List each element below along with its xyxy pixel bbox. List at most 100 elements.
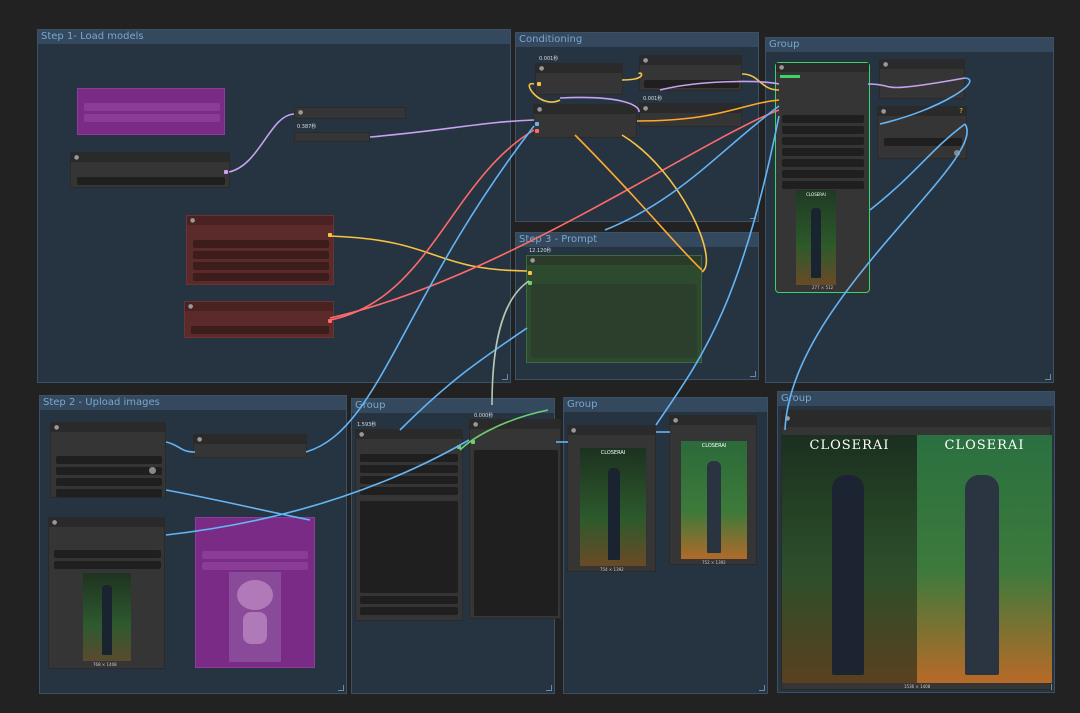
node-header[interactable]: ● bbox=[640, 104, 741, 113]
ksampler-node[interactable]: ● CLOSERAI 277 × 512 bbox=[775, 62, 870, 293]
node-header[interactable]: ● bbox=[536, 64, 622, 73]
node-header[interactable]: ● bbox=[71, 153, 229, 162]
collapse-dot-icon[interactable]: ● bbox=[881, 108, 887, 115]
widget[interactable] bbox=[84, 103, 220, 111]
bypassed-load-image-node[interactable] bbox=[195, 517, 315, 668]
group-title[interactable]: Step 2 - Upload images bbox=[40, 396, 346, 410]
widget[interactable] bbox=[782, 159, 864, 167]
output-port[interactable] bbox=[328, 319, 332, 323]
collapse-dot-icon[interactable]: ● bbox=[571, 427, 577, 434]
get-image-size-node[interactable]: ● bbox=[50, 422, 166, 498]
widget[interactable] bbox=[56, 456, 162, 464]
output-port[interactable] bbox=[328, 233, 332, 237]
widget[interactable] bbox=[782, 137, 864, 145]
widget[interactable] bbox=[782, 181, 864, 189]
node-header[interactable]: ● bbox=[185, 302, 333, 311]
widget[interactable] bbox=[56, 489, 162, 497]
clip-loader-node[interactable]: ● bbox=[186, 215, 334, 285]
image-select[interactable] bbox=[54, 550, 161, 558]
widget[interactable] bbox=[782, 115, 864, 123]
resize-handle[interactable] bbox=[338, 685, 344, 691]
lora-node-a[interactable]: ● bbox=[294, 107, 406, 119]
reroute-node[interactable]: ● bbox=[193, 434, 307, 458]
input-port[interactable] bbox=[535, 129, 539, 133]
node-header[interactable]: ● bbox=[194, 435, 306, 444]
collapse-dot-icon[interactable]: ● bbox=[52, 519, 58, 526]
collapse-dot-icon[interactable]: ● bbox=[54, 424, 60, 431]
collapse-dot-icon[interactable]: ● bbox=[537, 106, 543, 113]
upload-button[interactable] bbox=[54, 561, 161, 569]
collapse-dot-icon[interactable]: ● bbox=[779, 64, 785, 71]
collapse-dot-icon[interactable]: ● bbox=[190, 217, 196, 224]
input-port[interactable] bbox=[537, 82, 541, 86]
resize-handle[interactable] bbox=[750, 371, 756, 377]
widget[interactable] bbox=[360, 487, 458, 495]
widget[interactable] bbox=[193, 240, 329, 248]
group-title[interactable]: Group bbox=[766, 38, 1053, 52]
collapse-dot-icon[interactable]: ● bbox=[539, 65, 545, 72]
node-header[interactable]: ● bbox=[356, 430, 462, 439]
text-area[interactable] bbox=[360, 501, 458, 593]
node-header[interactable]: ● bbox=[470, 420, 560, 429]
node-header[interactable]: ● bbox=[880, 60, 964, 69]
node-header[interactable]: ● bbox=[49, 518, 164, 527]
collapse-dot-icon[interactable]: ● bbox=[785, 415, 791, 422]
load-image-node[interactable]: ● 768 × 1408 bbox=[48, 517, 165, 669]
widget[interactable] bbox=[360, 476, 458, 484]
widget[interactable] bbox=[360, 607, 458, 615]
group-title[interactable]: Group bbox=[564, 398, 767, 412]
resize-handle[interactable] bbox=[546, 685, 552, 691]
widget[interactable] bbox=[884, 138, 962, 146]
widget[interactable] bbox=[360, 454, 458, 462]
upscale-node[interactable]: ● bbox=[879, 59, 965, 99]
collapse-dot-icon[interactable]: ● bbox=[188, 303, 194, 310]
collapse-dot-icon[interactable]: ● bbox=[473, 421, 479, 428]
preview-node-a[interactable]: ● CLOSERAI 754 × 1392 bbox=[567, 425, 656, 572]
resize-handle[interactable] bbox=[502, 374, 508, 380]
widget[interactable] bbox=[782, 148, 864, 156]
collapse-dot-icon[interactable]: ● bbox=[74, 154, 80, 161]
node-header[interactable]: ● bbox=[51, 423, 165, 432]
lora-node-b[interactable] bbox=[294, 132, 370, 142]
widget[interactable] bbox=[193, 262, 329, 270]
node-header[interactable]: ● bbox=[640, 56, 741, 65]
text-area[interactable] bbox=[474, 450, 558, 616]
collapse-dot-icon[interactable]: ● bbox=[298, 109, 304, 116]
widget[interactable] bbox=[782, 170, 864, 178]
widget[interactable] bbox=[193, 251, 329, 259]
widget[interactable] bbox=[56, 478, 162, 486]
node-header[interactable]: ● bbox=[187, 216, 333, 225]
collapse-dot-icon[interactable]: ● bbox=[359, 431, 365, 438]
output-port[interactable] bbox=[224, 170, 228, 174]
widget[interactable] bbox=[202, 562, 308, 570]
resize-handle[interactable] bbox=[1045, 374, 1051, 380]
group-title[interactable]: Group bbox=[778, 392, 1054, 406]
collapse-dot-icon[interactable]: ● bbox=[673, 417, 679, 424]
toggle-icon[interactable] bbox=[954, 150, 960, 156]
collapse-dot-icon[interactable]: ● bbox=[643, 57, 649, 64]
group-title[interactable]: Step 3 - Prompt bbox=[516, 233, 758, 247]
preview-node-b[interactable]: ● CLOSERAI 752 × 1392 bbox=[669, 415, 757, 565]
collapse-dot-icon[interactable]: ● bbox=[197, 436, 203, 443]
widget[interactable] bbox=[360, 465, 458, 473]
node-header[interactable]: ● bbox=[670, 416, 756, 425]
input-port[interactable] bbox=[471, 440, 475, 444]
collapse-dot-icon[interactable]: ● bbox=[643, 105, 649, 112]
input-port[interactable] bbox=[535, 122, 539, 126]
widget[interactable] bbox=[202, 551, 308, 559]
node-header[interactable]: ● bbox=[534, 105, 636, 114]
controlnet-apply-node[interactable]: ● bbox=[533, 104, 637, 138]
group-title[interactable]: Group bbox=[352, 399, 554, 413]
toggle-icon[interactable] bbox=[149, 467, 156, 474]
widget[interactable] bbox=[193, 273, 329, 281]
bypassed-node[interactable] bbox=[77, 88, 225, 135]
widget[interactable] bbox=[84, 114, 220, 122]
upscaler-node[interactable]: ● bbox=[355, 429, 463, 621]
group-title[interactable]: Conditioning bbox=[516, 33, 758, 47]
resize-handle[interactable] bbox=[759, 685, 765, 691]
collapse-dot-icon[interactable]: ● bbox=[530, 257, 536, 264]
input-port[interactable] bbox=[528, 281, 532, 285]
image-compare-node[interactable]: ● CLOSERAI CLOSERAI 1536 × 1408 bbox=[781, 410, 1052, 690]
prompt-node[interactable]: ● bbox=[526, 255, 702, 363]
node-header[interactable]: ● bbox=[782, 411, 1050, 427]
